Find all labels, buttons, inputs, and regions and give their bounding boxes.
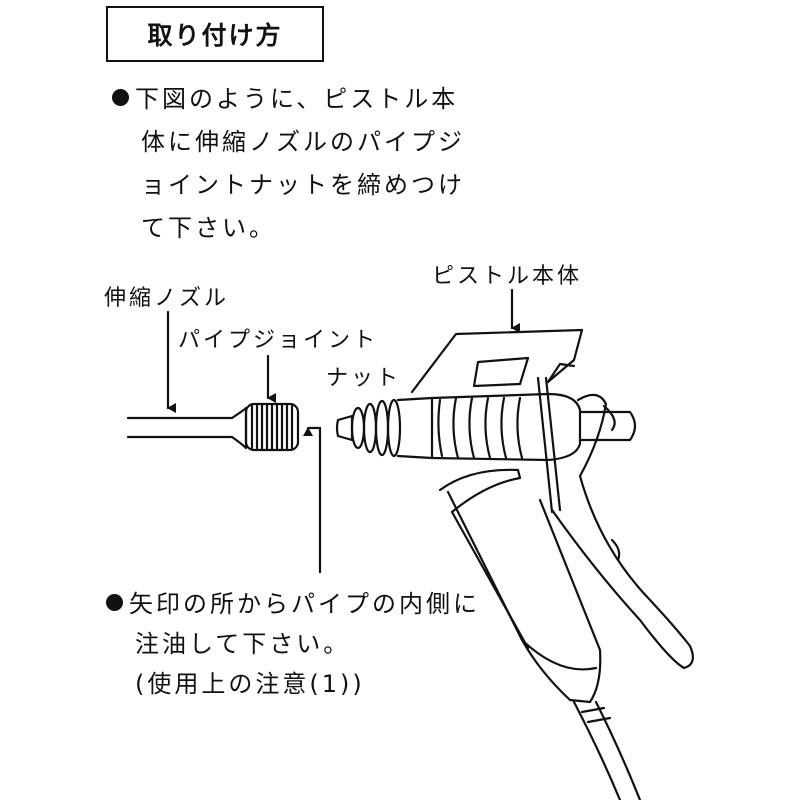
instruction-2-line-2: 注油して下さい。 <box>135 630 351 658</box>
instruction-1-line-1: 下図のように、ピストル本 <box>112 78 465 121</box>
label-pistol-body: ピストル本体 <box>432 264 583 289</box>
label-joint-nut-line-1: パイプジョイント <box>178 328 379 353</box>
pistol-body <box>410 328 695 800</box>
pistol-thread <box>335 396 434 460</box>
telescopic-nozzle <box>126 406 248 450</box>
instruction-1-line-4: て下さい。 <box>141 214 276 242</box>
instruction-2-line-1-text: 矢印の所からパイプの内側に <box>129 590 480 618</box>
instruction-paragraph-1: 下図のように、ピストル本 体に伸縮ノズルのパイプジ ョイントナットを締めつけ て… <box>112 78 465 250</box>
instruction-paragraph-2: 矢印の所からパイプの内側に 注油して下さい。 (使用上の注意(1)) <box>106 584 480 704</box>
section-title: 取り付け方 <box>106 6 324 62</box>
instruction-2-line-3: (使用上の注意(1)) <box>135 670 365 698</box>
instruction-1-line-3: ョイントナットを締めつけ <box>141 171 465 199</box>
section-title-text: 取り付け方 <box>147 21 283 50</box>
instruction-1-line-1-text: 下図のように、ピストル本 <box>135 85 459 113</box>
arrow-oiling-point <box>303 426 322 574</box>
label-joint-nut-line-2: ナット <box>326 366 402 391</box>
instruction-1-line-2: 体に伸縮ノズルのパイプジ <box>141 128 465 156</box>
bullet-icon <box>106 594 123 611</box>
bullet-icon <box>112 89 129 106</box>
label-nozzle: 伸縮ノズル <box>104 286 230 311</box>
pipe-joint-nut <box>244 402 300 452</box>
instruction-2-line-1: 矢印の所からパイプの内側に <box>106 584 480 624</box>
